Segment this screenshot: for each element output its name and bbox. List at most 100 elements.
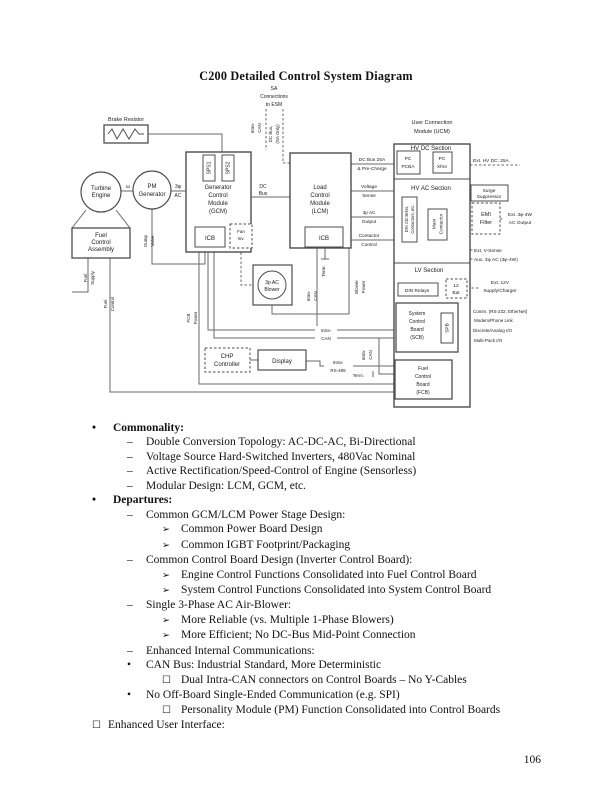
bullet-marker: ➢ [162, 630, 170, 642]
bullet-marker: • [127, 689, 132, 702]
comm-label: Comm. (RS-232, EtherNet) [473, 309, 528, 314]
fca-label: Fuel [95, 233, 107, 239]
bullet-text: Dual Intra-CAN connectors on Control Boa… [181, 673, 467, 686]
fan-inv-label: Fan [237, 229, 245, 234]
voltage-sense-label: Sense [362, 193, 376, 199]
aux-ac-label: Aux. 3φ AC (3φ-4W) [474, 257, 518, 263]
pc-pcba-box [396, 150, 421, 175]
dump-valve-label: Dump [143, 235, 148, 248]
bullet-row: ➢Common IGBT Footprint/Packaging [85, 538, 585, 553]
fuel-control-assembly-box [71, 227, 131, 259]
hvac-section-label: HV AC Section [411, 186, 451, 192]
bullet-row: –Common Control Board Design (Inverter C… [85, 553, 585, 567]
main-contactor-label: Contactor [438, 213, 444, 234]
wire-dump-valve [151, 209, 206, 265]
pm-generator-label: Generator [138, 192, 165, 198]
battery-label: 12 [453, 283, 459, 289]
dc-bus-label: DC [259, 184, 267, 190]
contactor-control-label: Control [361, 242, 376, 248]
wire-fuel-control [109, 258, 395, 393]
lcm-icb-box [304, 226, 344, 248]
bullet-text: Common Control Board Design (Inverter Co… [146, 554, 413, 567]
blower-label: 3p AC [265, 280, 279, 286]
fca-label: Control [91, 240, 110, 246]
dcbus25-label: DC Bus 25A [359, 157, 386, 163]
esm-dcbus-label: DC Bus, [268, 126, 273, 143]
bullet-marker: ☐ [92, 720, 101, 732]
bullet-text: Engine Control Functions Consolidated in… [181, 568, 477, 581]
discrete-io-label: Discrete/Analog I/O [473, 328, 513, 333]
spb-box [440, 312, 454, 344]
surge-suppressor-label: Suppressor [477, 194, 502, 200]
wire-fuel-supply [72, 258, 89, 293]
bullet-marker: – [127, 436, 133, 449]
fcb-power-label: FCB [186, 314, 191, 323]
lcm-label: Module [310, 201, 330, 207]
bullet-row: –Double Conversion Topology: AC-DC-AC, B… [85, 435, 585, 449]
intra-can-label: CAN [368, 350, 373, 360]
bullet-text: Double Conversion Topology: AC-DC-AC, Bi… [146, 436, 416, 449]
esm-dcbus-label: (SA Only) [275, 124, 280, 144]
bullet-row: • Commonality: [85, 421, 585, 435]
chp-controller-label: Controller [214, 362, 240, 368]
wire-term-stub [321, 248, 329, 260]
fcb-label: Fuel [418, 366, 428, 372]
bullet-marker: ➢ [162, 524, 170, 536]
pc-pcba-label: PCBA [401, 164, 415, 170]
wire-fan-inv [240, 248, 258, 286]
intra-can-label: CAN [321, 336, 331, 341]
bullet-row: –Single 3-Phase AC Air-Blower: [85, 598, 585, 612]
ucm-title: User Connection [412, 120, 453, 126]
emi-filter-box [471, 202, 501, 235]
lcm-label: Control [310, 193, 329, 199]
omega-label: ω [126, 184, 130, 190]
contactor-control-label: Contactor [359, 233, 380, 239]
fan-inv-box [229, 223, 253, 249]
fcb-label: (FCB) [416, 390, 430, 396]
bullet-marker: ➢ [162, 569, 170, 581]
fcb-label: Control [415, 374, 431, 380]
multipack-io-label: Multi-Pack I/O [474, 338, 503, 343]
ext-ac-label: Ext. 3φ-4W [508, 212, 533, 218]
bullet-marker: – [127, 554, 133, 567]
bullet-text: Enhanced User Interface: [108, 719, 225, 732]
ext-12v-label: Ext. 12V [491, 280, 510, 286]
blocks [71, 124, 509, 408]
bullet-row: •CAN Bus: Industrial Standard, More Dete… [85, 658, 585, 672]
bullet-text: More Reliable (vs. Multiple 1-Phase Blow… [181, 613, 394, 626]
fcb-power-label: Power [193, 311, 198, 324]
scb-label: Board [410, 327, 424, 333]
bullet-text: Commonality: [113, 422, 184, 434]
turbine-engine-circle [80, 171, 122, 213]
bullet-marker: – [127, 465, 133, 478]
label-bg-intracan [315, 326, 337, 342]
modem-label: Modem/Phone Link [474, 318, 514, 323]
bullet-text: Single 3-Phase AC Air-Blower: [146, 599, 292, 612]
sps1-label: SPS1 [206, 161, 212, 174]
sa-label: to ESM [266, 102, 282, 108]
bullet-marker: – [127, 450, 133, 463]
wire-blower-power [271, 248, 350, 315]
gcm-icb-box [194, 226, 226, 248]
display-box [257, 349, 307, 371]
gcm-label: (GCM) [209, 209, 227, 215]
fuel-supply-label: Supply [90, 270, 95, 285]
intra-can-label: Intra- [321, 328, 332, 333]
gen-ac-label: 3φ [175, 184, 182, 190]
gcm-label: Control [208, 193, 227, 199]
battery-label: Bat [452, 290, 460, 296]
din-ckt-label: DIN Ckt Brkrs, [404, 206, 409, 233]
ac-output-label: Output [362, 219, 377, 225]
wire-intra-can-2 [213, 252, 396, 339]
ac-output-label: 3p AC [362, 210, 376, 216]
bullet-text: Departures: [113, 494, 173, 507]
dc-bus-label: Bus [259, 191, 268, 197]
main-contactor-box [427, 208, 448, 241]
bullet-row: ➢Common Power Board Design [85, 522, 585, 537]
bullet-row: –Common GCM/LCM Power Stage Design: [85, 508, 585, 522]
bullet-text: More Efficient; No DC-Bus Mid-Point Conn… [181, 629, 416, 642]
wire-funnel-left [71, 209, 87, 229]
bullet-marker: • [92, 422, 97, 434]
